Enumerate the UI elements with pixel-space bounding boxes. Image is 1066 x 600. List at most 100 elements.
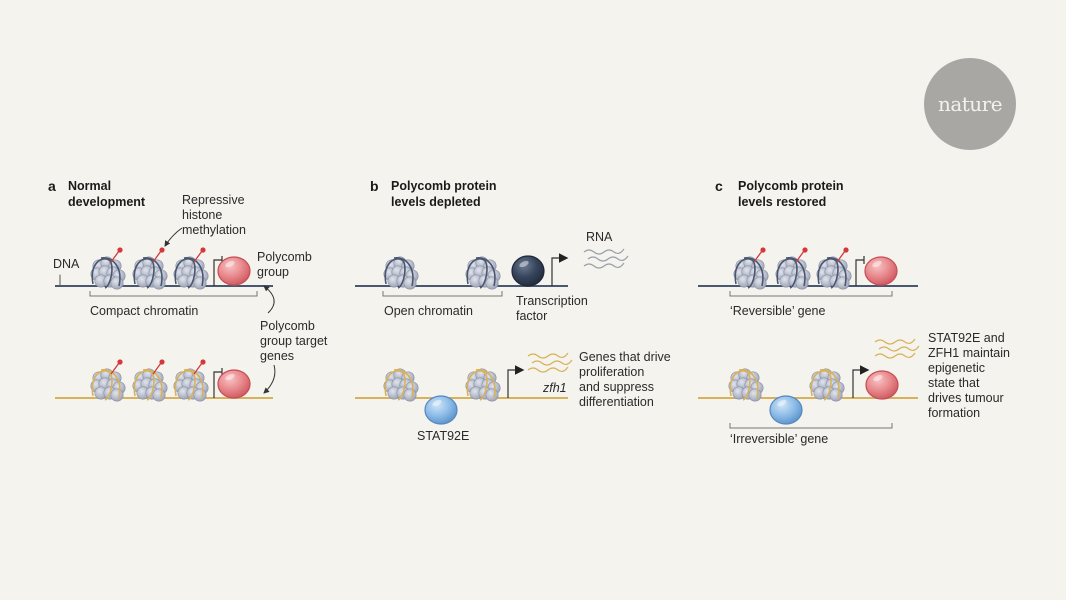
panel-c-title-line2: levels restored <box>738 195 827 209</box>
rna-strand-icon <box>527 352 569 359</box>
methylation-arrow-icon <box>164 227 183 247</box>
panel-b-title-line1: Polycomb protein <box>391 179 497 193</box>
highlight <box>777 399 787 407</box>
dna-wrap <box>183 257 204 287</box>
highlight <box>225 260 235 268</box>
panel-c-title-line1: Polycomb protein <box>738 179 844 193</box>
dna-wrap <box>142 369 163 399</box>
panel-b-title-line2: levels depleted <box>391 195 481 209</box>
polycomb-group-protein <box>217 369 251 399</box>
zfh1-gene-label: zfh1 <box>543 381 567 395</box>
polycomb-group-protein <box>217 256 251 286</box>
highlight <box>225 373 235 381</box>
methylation-label-3: methylation <box>182 223 246 237</box>
nature-logo-text: nature <box>937 92 1003 116</box>
dna-wrap <box>785 257 806 287</box>
methyl-mark-icon <box>117 359 123 365</box>
histone <box>193 276 207 290</box>
dna-label: DNA <box>53 257 80 271</box>
methyl-mark-icon <box>117 247 123 253</box>
dna-wrap <box>91 258 113 289</box>
rna-label: RNA <box>586 230 613 244</box>
irreversible-gene-bracket <box>729 423 893 429</box>
methyl-stalk <box>193 250 203 263</box>
genes-desc-line3: and suppress <box>579 380 655 394</box>
reversible-gene-label: ‘Reversible’ gene <box>730 304 826 318</box>
histone <box>403 388 417 402</box>
rna-strand-icon <box>531 359 573 366</box>
zfh1-protein <box>865 370 899 400</box>
promoter-arrow-icon <box>507 365 525 398</box>
nucleosome <box>383 256 419 290</box>
promoter-arrow-icon <box>551 253 569 286</box>
rna-strand-icon <box>874 338 916 345</box>
nucleosome <box>775 247 811 290</box>
nucleosome <box>132 247 168 290</box>
panel-a-letter: a <box>48 178 56 194</box>
nucleosome <box>173 247 209 290</box>
target-arrow-up-icon <box>263 285 275 314</box>
dna-wrap <box>776 258 798 289</box>
histone <box>403 276 417 290</box>
dna-wrap <box>734 258 756 289</box>
methyl-mark-icon <box>200 247 206 253</box>
dna-wrap <box>133 258 155 289</box>
methyl-stalk <box>110 362 120 375</box>
nucleosome <box>132 359 168 402</box>
histone <box>110 388 124 402</box>
highlight <box>873 374 883 382</box>
genes-desc-line2: proliferation <box>579 365 645 379</box>
c-desc-line2: ZFH1 maintain <box>928 346 1010 360</box>
methyl-stalk <box>753 250 763 263</box>
irreversible-gene-label: ‘Irreversible’ gene <box>730 432 829 446</box>
stat92e-protein <box>769 395 803 425</box>
histone <box>485 276 499 290</box>
nucleosome <box>173 359 209 402</box>
nucleosome <box>728 368 764 402</box>
highlight <box>519 260 529 268</box>
transcription-factor-label-2: factor <box>516 309 548 323</box>
genes-desc-line1: Genes that drive <box>579 350 671 364</box>
dna-wrap <box>817 258 839 289</box>
dna-wrap <box>142 257 163 287</box>
genes-desc-line4: differentiation <box>579 395 654 409</box>
histone <box>836 276 850 290</box>
methyl-stalk <box>110 250 120 263</box>
histone <box>795 276 809 290</box>
stat92e-protein <box>424 395 458 425</box>
nucleosome <box>733 247 769 290</box>
target-genes-label-3: genes <box>260 349 295 363</box>
dna-wrap <box>810 370 832 401</box>
compact-chromatin-bracket <box>89 291 258 297</box>
rna-strand-icon <box>527 366 569 373</box>
methyl-mark-icon <box>802 247 808 253</box>
rna-strand-icon <box>878 345 920 352</box>
open-chromatin-label: Open chromatin <box>384 304 473 318</box>
highlight <box>872 260 882 268</box>
target-genes-label-2: group target <box>260 334 328 348</box>
panel-a-title-line1: Normal <box>68 179 112 193</box>
nucleosome <box>383 368 419 402</box>
panel-b-letter: b <box>370 178 379 194</box>
methyl-stalk <box>836 250 846 263</box>
histone <box>485 388 499 402</box>
methyl-mark-icon <box>200 359 206 365</box>
dna-wrap <box>100 257 121 287</box>
compact-chromatin-label: Compact chromatin <box>90 304 199 318</box>
c-desc-line4: state that <box>928 376 980 390</box>
dna-wrap <box>819 369 840 399</box>
methyl-mark-icon <box>159 359 165 365</box>
dna-wrap <box>133 370 155 401</box>
rna-strand-icon <box>583 262 625 269</box>
repression-symbol-icon <box>855 256 865 286</box>
histone <box>110 276 124 290</box>
promoter-arrow-icon <box>852 365 870 398</box>
c-desc-line6: formation <box>928 406 981 420</box>
nucleosome <box>465 256 501 290</box>
methyl-stalk <box>193 362 203 375</box>
c-desc-line3: epigenetic <box>928 361 985 375</box>
methyl-stalk <box>152 250 162 263</box>
rna-strand-icon <box>874 352 916 359</box>
dna-wrap <box>466 258 488 289</box>
